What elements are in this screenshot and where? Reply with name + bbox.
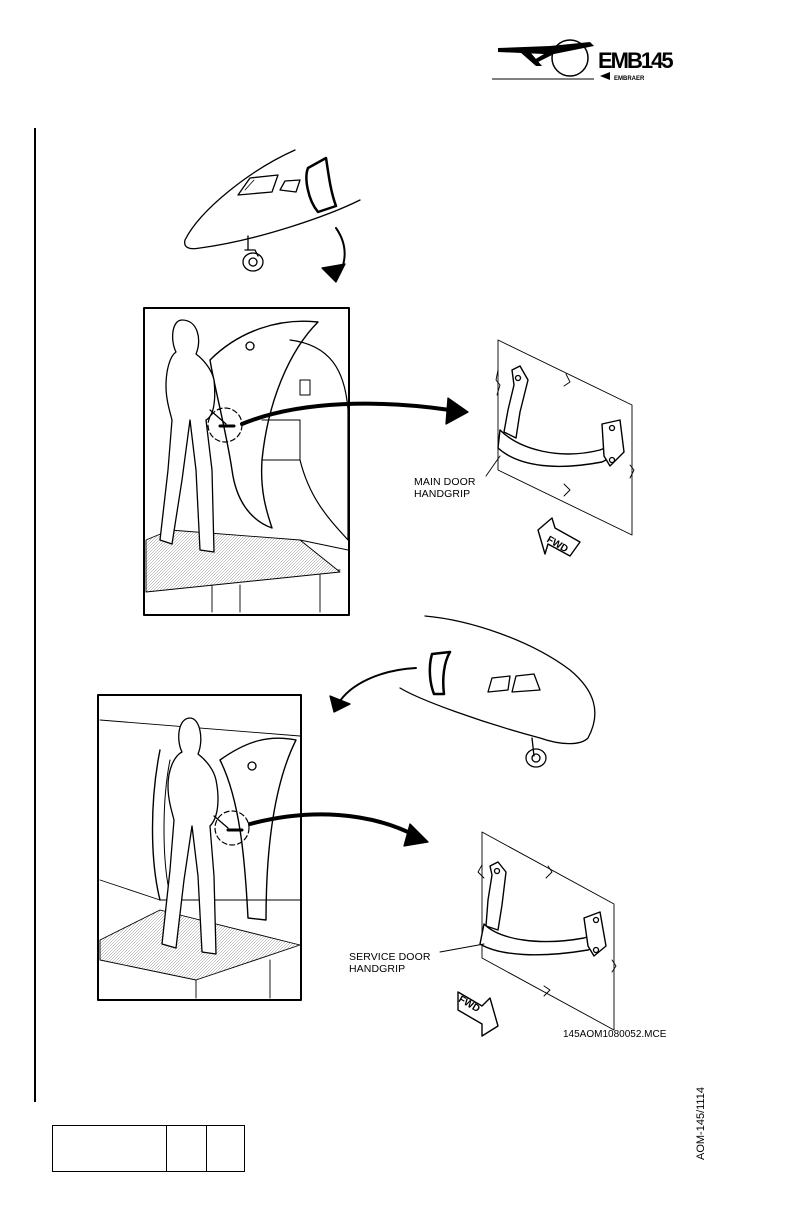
inset-main-door [144, 308, 468, 615]
aircraft-nose-bottom [330, 616, 595, 767]
revision-table [52, 1125, 245, 1172]
service-door-label-line2: HANDGRIP [349, 963, 431, 975]
revision-cell-3 [207, 1126, 243, 1171]
service-door-handgrip-label: SERVICE DOOR HANDGRIP [349, 951, 431, 975]
main-door-label-line1: MAIN DOOR [414, 476, 476, 488]
revision-cell-1 [53, 1126, 167, 1171]
service-door-handgrip-detail: FWD [440, 832, 616, 1036]
main-door-label-line2: HANDGRIP [414, 488, 476, 500]
service-door-label-line1: SERVICE DOOR [349, 951, 431, 963]
document-code: AOM-145/1114 [695, 1087, 707, 1160]
main-door-handgrip-detail: FWD [486, 340, 634, 556]
revision-cell-2 [167, 1126, 207, 1171]
aircraft-nose-top [185, 150, 360, 282]
figure-id: 145AOM1080052.MCE [563, 1029, 666, 1040]
main-door-handgrip-label: MAIN DOOR HANDGRIP [414, 476, 476, 500]
